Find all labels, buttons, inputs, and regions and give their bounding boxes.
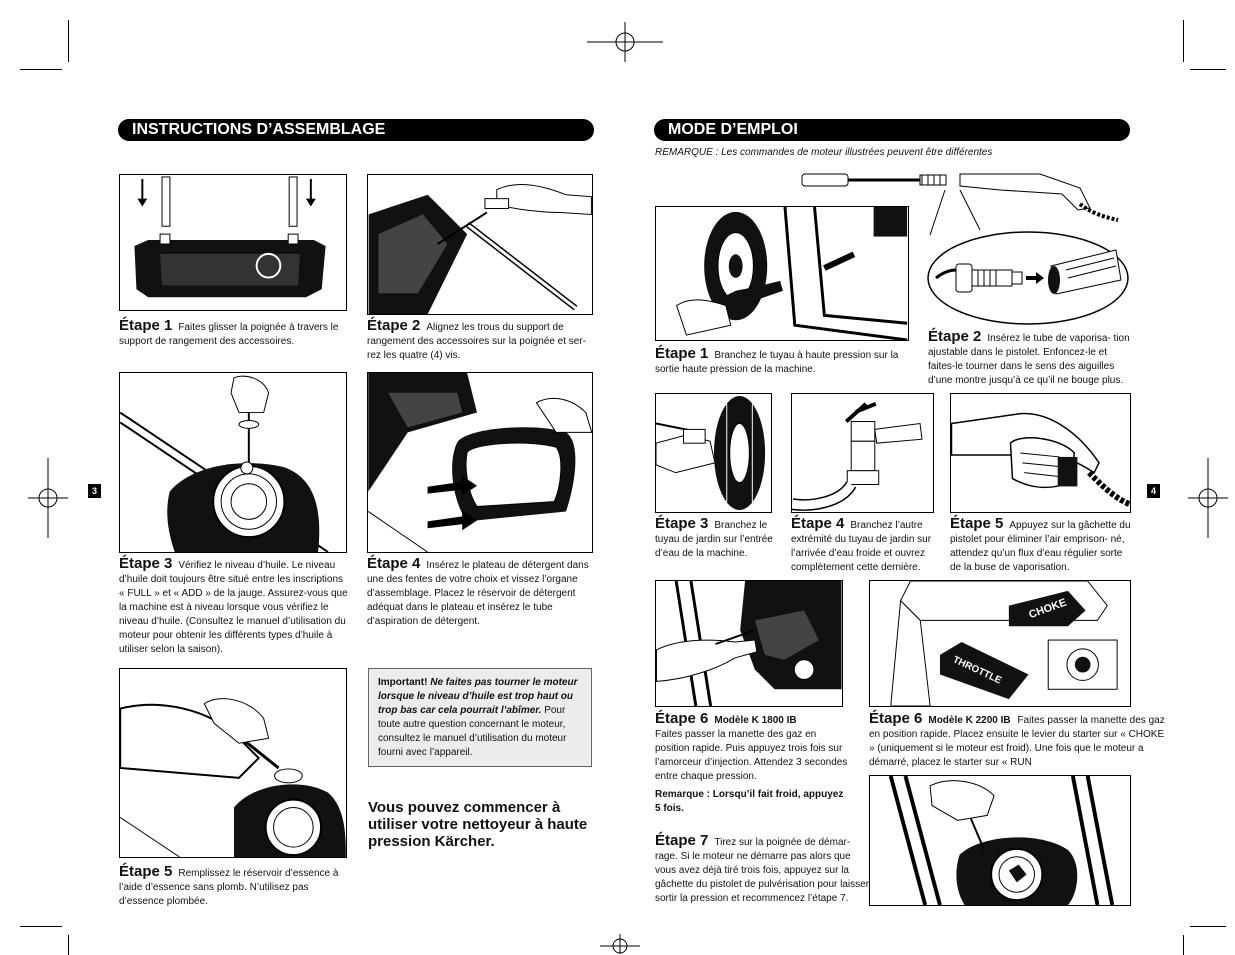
figure-operating-step-4	[791, 393, 934, 513]
crop-mark	[1190, 69, 1226, 70]
step-text: Alignez les trous du support de rangemen…	[367, 322, 587, 361]
crop-mark	[68, 935, 69, 955]
figure-operating-step-6-k2200: CHOKE THROTTLE	[869, 580, 1131, 707]
figure-assembly-step-5	[119, 668, 347, 858]
step-text: Faites passer la manette des gaz en posi…	[869, 715, 1165, 768]
figure-operating-step-7	[869, 775, 1131, 906]
step-label: Étape 4	[367, 555, 421, 572]
model-label: Modèle K 2200 IB	[928, 715, 1011, 726]
crop-mark	[1190, 926, 1226, 927]
figure-operating-step-3	[655, 393, 772, 513]
step-text: Branchez le tuyau à haute pression sur l…	[655, 350, 899, 375]
registration-mark-right	[1188, 458, 1228, 538]
crop-mark	[20, 69, 62, 70]
step-text: Insérez le plateau de détergent dans une…	[367, 560, 589, 627]
step-label: Étape 5	[950, 515, 1004, 532]
connector-lines	[929, 189, 981, 236]
spray-wand-illustration	[801, 173, 1119, 222]
step-text: Branchez le tuyau de jardin sur l’entrée…	[655, 520, 773, 559]
figure-operating-step-6-k1800	[655, 580, 843, 707]
important-warning-box: Important! Ne faites pas tourner le mote…	[368, 668, 592, 767]
step-text: Vérifiez le niveau d’huile. Le niveau d’…	[119, 560, 348, 655]
important-lead: Important!	[378, 677, 428, 688]
step-label: Étape 2	[367, 317, 421, 334]
step-text: Faites passer la manette des gaz en posi…	[655, 729, 848, 782]
step-label: Étape 1	[119, 317, 173, 334]
caption-operating-step-6-k1800: Étape 6 Modèle K 1800 IB Faites passer la…	[655, 710, 850, 816]
step-label: Étape 1	[655, 345, 709, 362]
figure-operating-step-5	[950, 393, 1131, 513]
engine-controls-note: REMARQUE : Les commandes de moteur illus…	[655, 147, 993, 158]
figure-assembly-step-3	[119, 372, 347, 553]
figure-assembly-step-4	[367, 372, 593, 553]
cold-weather-remark: Remarque : Lorsqu’il fait froid, appuyez…	[655, 789, 844, 814]
registration-mark-top	[587, 22, 663, 62]
step-label: Étape 5	[119, 863, 173, 880]
step-label: Étape 3	[119, 555, 173, 572]
important-rest: Pour toute autre question concernant le …	[378, 705, 567, 758]
figure-assembly-step-1	[119, 174, 347, 311]
step-label: Étape 2	[928, 328, 982, 345]
step-text: Tirez sur la poignée de démar- rage. Si …	[655, 837, 870, 904]
important-emphasis: Ne faites pas tourner le moteur lorsque …	[378, 677, 578, 716]
crop-mark	[1183, 20, 1184, 62]
step-text: Branchez l’autre extrémité du tuyau de j…	[791, 520, 932, 573]
step-label: Étape 6	[869, 710, 923, 727]
figure-operating-step-2	[927, 231, 1129, 325]
model-label: Modèle K 1800 IB	[714, 715, 797, 726]
step-text: Faites glisser la poignée à travers le s…	[119, 322, 339, 347]
crop-mark	[68, 20, 69, 62]
section-header-assembly: INSTRUCTIONS D’ASSEMBLAGE	[118, 119, 594, 141]
step-label: Étape 3	[655, 515, 709, 532]
step-text: Remplissez le réservoir d’essence à l’ai…	[119, 868, 339, 907]
step-text: Insérez le tube de vaporisa- tion ajusta…	[928, 333, 1130, 386]
section-header-operating: MODE D’EMPLOI	[654, 119, 1130, 141]
page-number-left: 3	[88, 484, 101, 498]
caption-operating-step-6-k2200: Étape 6 Modèle K 2200 IB Faites passer la…	[869, 710, 1169, 770]
ready-to-use-message: Vous pouvez commencer à utiliser votre n…	[368, 799, 588, 850]
step-text: Appuyez sur la gâchette du pistolet pour…	[950, 520, 1131, 573]
crop-mark	[20, 926, 62, 927]
page-number-right: 4	[1147, 484, 1160, 498]
step-label: Étape 4	[791, 515, 845, 532]
step-label: Étape 7	[655, 832, 709, 849]
registration-mark-left	[28, 458, 68, 538]
figure-assembly-step-2	[367, 174, 593, 315]
registration-mark-bottom	[600, 934, 640, 954]
crop-mark	[1183, 935, 1184, 955]
step-label: Étape 6	[655, 710, 709, 727]
figure-operating-step-1	[655, 206, 909, 341]
